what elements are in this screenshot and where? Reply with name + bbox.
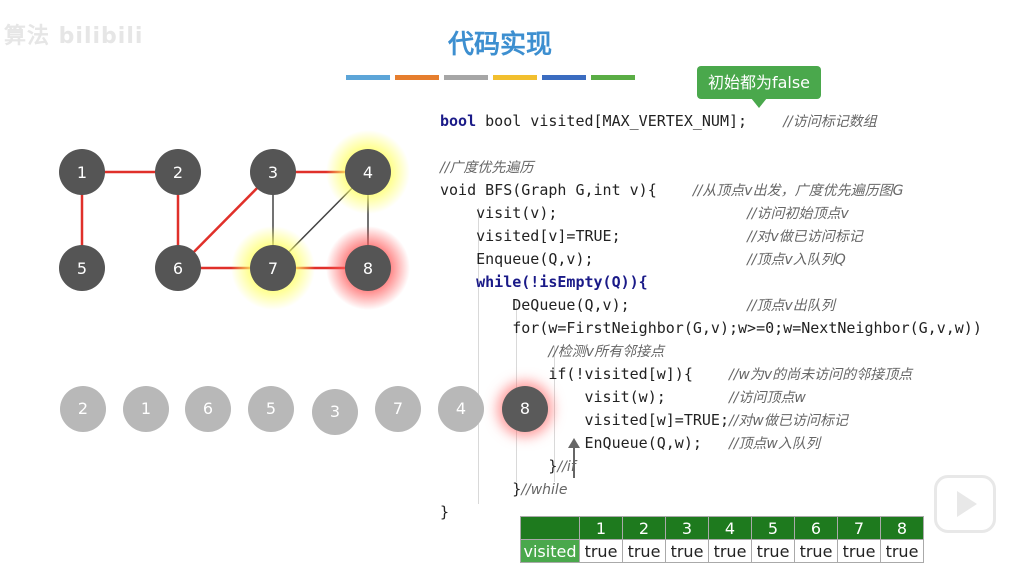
code-line: while(!isEmpty(Q)){: [476, 273, 648, 291]
graph-node: [345, 149, 391, 195]
code-line: void BFS(Graph G,int v){ //从顶点v出发，广度优先遍历…: [440, 181, 904, 199]
page-title: 代码实现: [447, 30, 552, 60]
code-line: Enqueue(Q,v); //顶点v入队列Q: [476, 250, 846, 268]
title-color-bar: [444, 75, 488, 80]
graph-node-label: 8: [363, 259, 373, 278]
title-color-bar: [542, 75, 586, 80]
code-line: [440, 133, 982, 156]
title-color-bar: [493, 75, 537, 80]
table-index-cell: 7: [837, 516, 881, 540]
title-color-bar: [395, 75, 439, 80]
queue-item: 1: [123, 386, 169, 432]
graph-node: [155, 245, 201, 291]
code-line: visited[v]=TRUE; //对v做已访问标记: [476, 227, 863, 245]
queue-item: 2: [60, 386, 106, 432]
table-value-cell: true: [579, 539, 623, 563]
queue-item: 7: [375, 386, 421, 432]
table-index-cell: 8: [880, 516, 924, 540]
graph-node: [250, 149, 296, 195]
code-line: //检测v所有邻接点: [548, 344, 665, 360]
table-index-cell: 3: [665, 516, 709, 540]
graph-node-label: 6: [173, 259, 183, 278]
queue-item: 8: [502, 386, 548, 432]
visited-label: visited: [520, 539, 580, 563]
queue-item: 3: [312, 389, 358, 435]
code-line: bool bool visited[MAX_VERTEX_NUM]; //访问标…: [440, 112, 877, 130]
table-index-cell: 2: [622, 516, 666, 540]
graph-node-label: 3: [268, 163, 278, 182]
table-value-cell: true: [794, 539, 838, 563]
table-value-cell: true: [751, 539, 795, 563]
init-false-callout: 初始都为false: [697, 66, 821, 108]
graph-node: [250, 245, 296, 291]
graph-node: [59, 245, 105, 291]
graph-node-label: 5: [77, 259, 87, 278]
table-value-cell: true: [837, 539, 881, 563]
graph-node: [155, 149, 201, 195]
graph-node-label: 7: [268, 259, 278, 278]
table-value-cell: true: [622, 539, 666, 563]
code-line: for(w=FirstNeighbor(G,v);w>=0;w=NextNeig…: [512, 319, 982, 337]
title-color-bars: [346, 75, 635, 80]
table-index-cell: 6: [794, 516, 838, 540]
indent-guide: [478, 208, 479, 504]
code-line: }//if: [548, 457, 576, 475]
title-color-bar: [591, 75, 635, 80]
graph-node-label: 1: [77, 163, 87, 182]
queue-item: 5: [248, 386, 294, 432]
code-line: }//while: [512, 480, 568, 498]
code-line: if(!visited[w]){ //w为v的尚未访问的邻接顶点: [548, 365, 913, 383]
table-value-cell: true: [665, 539, 709, 563]
bfs-code-block: bool bool visited[MAX_VERTEX_NUM]; //访问标…: [440, 110, 982, 524]
graph-node-label: 4: [363, 163, 373, 182]
watermark: 算法 bilibili: [4, 24, 144, 49]
code-line: DeQueue(Q,v); //顶点v出队列: [512, 296, 835, 314]
graph-node: [59, 149, 105, 195]
title-color-bar: [346, 75, 390, 80]
table-index-cell: 5: [751, 516, 795, 540]
queue-item: 6: [185, 386, 231, 432]
table-corner: [520, 516, 580, 540]
code-line: visit(w); //访问顶点w: [584, 388, 806, 406]
indent-guide: [554, 346, 555, 482]
graph-node-label: 2: [173, 163, 183, 182]
code-line: EnQueue(Q,w); //顶点w入队列: [584, 434, 820, 452]
table-value-cell: true: [708, 539, 752, 563]
code-line: visited[w]=TRUE;//对w做已访问标记: [584, 411, 848, 429]
play-icon[interactable]: [934, 475, 996, 533]
queue-item: 4: [438, 386, 484, 432]
table-index-cell: 1: [579, 516, 623, 540]
table-index-cell: 4: [708, 516, 752, 540]
code-line: visit(v); //访问初始顶点v: [476, 204, 849, 222]
code-line: //广度优先遍历: [440, 160, 534, 176]
arrow-up-icon: [568, 438, 580, 478]
code-line: }: [440, 503, 450, 521]
table-value-cell: true: [880, 539, 924, 563]
graph-node: [345, 245, 391, 291]
